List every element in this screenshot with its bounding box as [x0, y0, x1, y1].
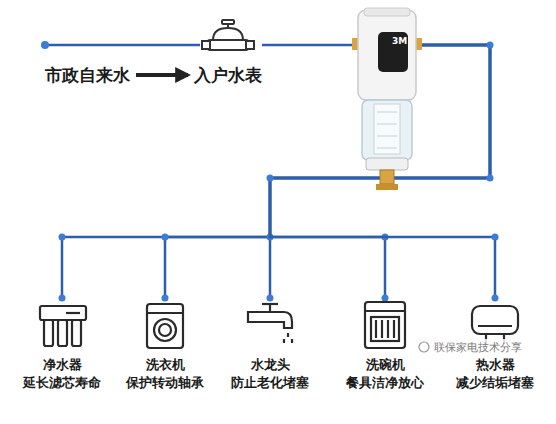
pipe-dot: [487, 175, 494, 182]
pipe-dot: [162, 295, 169, 302]
node-title: 入户水表: [194, 65, 262, 85]
node-title: 市政自来水: [45, 65, 130, 85]
water-pipe: [165, 45, 490, 298]
node-subtitle: 保护转动轴承: [117, 374, 213, 392]
node-title: 水龙头: [222, 356, 318, 374]
pipe-dot: [267, 175, 274, 182]
node-subtitle: 减少结垢堵塞: [447, 374, 543, 392]
filter-node: 3M: [352, 6, 422, 192]
watermark: 联保家电技术分享: [431, 339, 525, 356]
node-subtitle: 餐具洁净放心: [337, 374, 433, 392]
pre-filter: [352, 8, 422, 190]
flow-arrow: [136, 73, 188, 77]
appliance-node: 净水器延长滤芯寿命: [14, 292, 110, 392]
pipe-dot: [162, 234, 169, 241]
pipe-dot: [492, 234, 499, 241]
washer-icon: [147, 304, 183, 348]
pipe-dot: [59, 234, 66, 241]
appliance-node: 水龙头防止老化堵塞: [222, 292, 318, 392]
pipe-dot: [492, 295, 499, 302]
node-title: 3M: [392, 36, 407, 46]
water-meter: [202, 20, 254, 50]
watermark-icon: [419, 342, 429, 352]
node-subtitle: 防止老化堵塞: [222, 374, 318, 392]
water-pipe: [262, 44, 352, 47]
dishwasher-icon: [365, 302, 405, 348]
purifier-icon: [40, 306, 86, 346]
faucet-icon: [248, 304, 292, 343]
meter-node: 入户水表: [194, 18, 262, 85]
pipe-dot: [382, 295, 389, 302]
pipe-dot: [41, 41, 49, 49]
inlet-pipe: [45, 44, 200, 47]
node-title: 洗衣机: [117, 356, 213, 374]
appliance-node: 洗衣机保护转动轴承: [117, 292, 213, 392]
node-title: 热水器: [447, 356, 543, 374]
source-label: 市政自来水: [45, 65, 130, 85]
pipe-dot: [59, 295, 66, 302]
pipe-dot: [487, 42, 494, 49]
pipe-dot: [267, 295, 274, 302]
node-subtitle: 延长滤芯寿命: [14, 374, 110, 392]
node-title: 洗碗机: [337, 356, 433, 374]
node-title: 净水器: [14, 356, 110, 374]
appliance-node: 洗碗机餐具洁净放心: [337, 292, 433, 392]
